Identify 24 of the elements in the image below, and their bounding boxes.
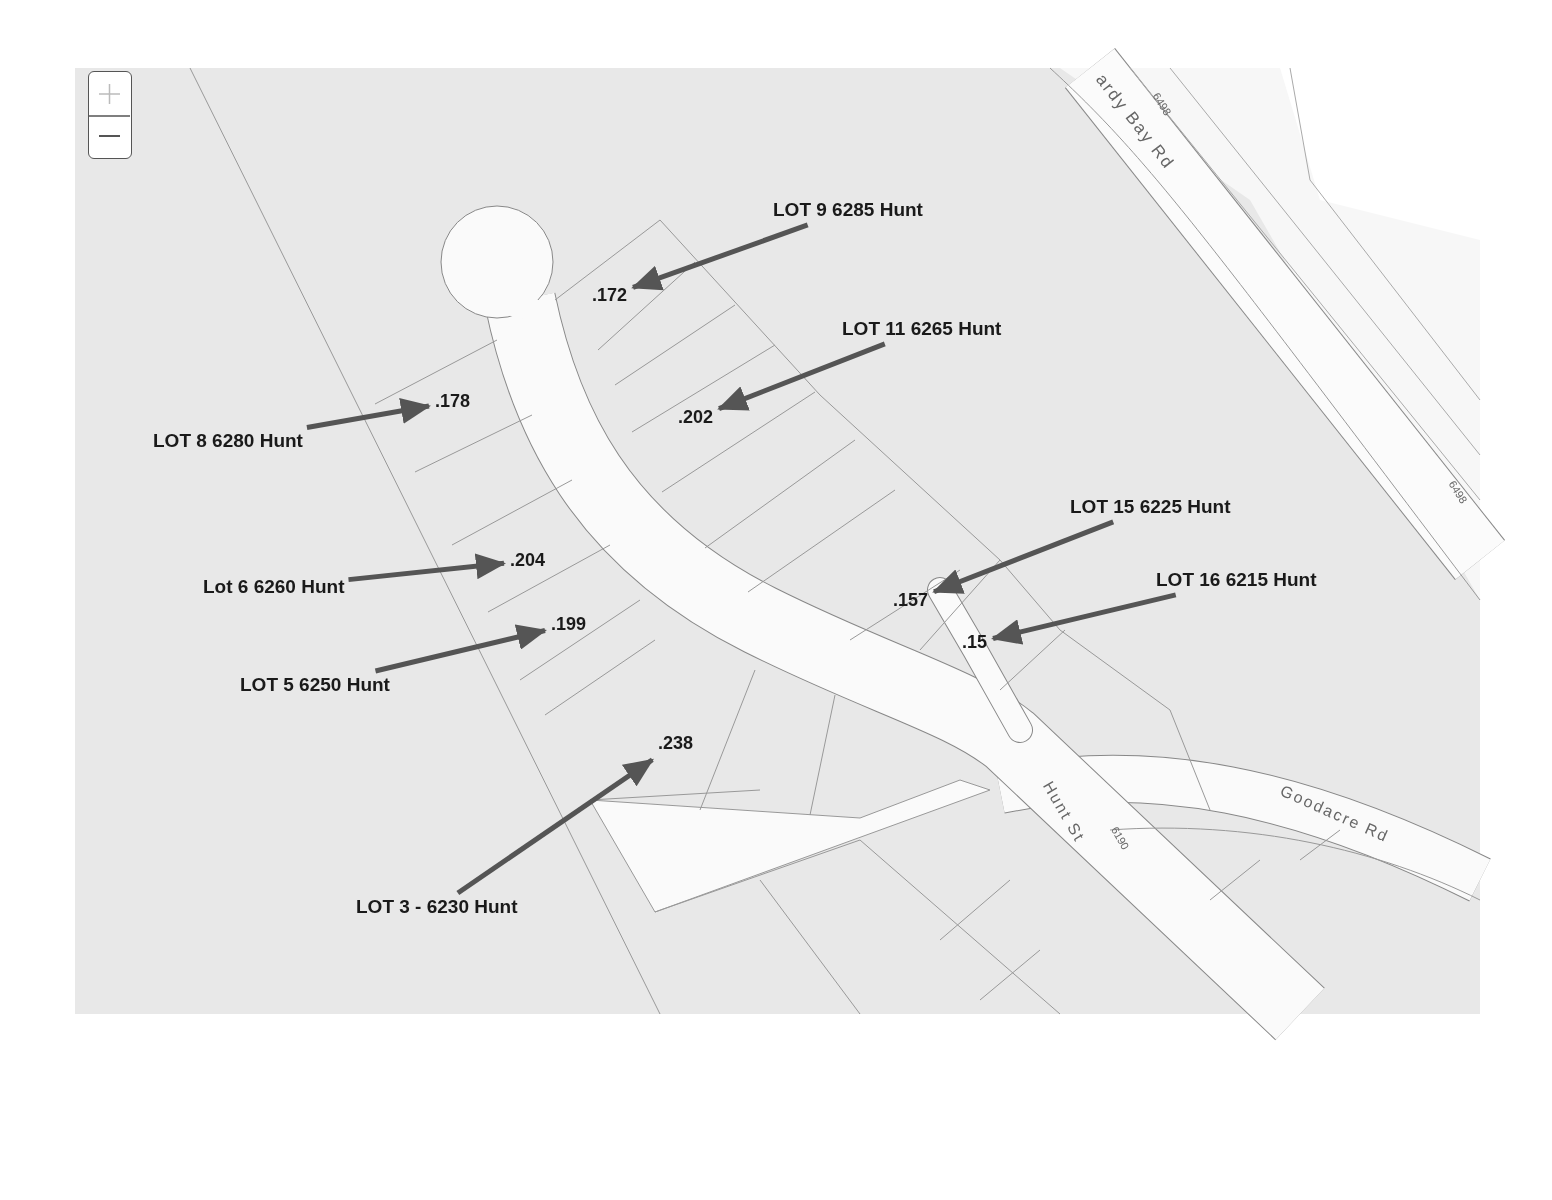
lot-area-value: .202 bbox=[678, 408, 714, 428]
lot-label: LOT 9 6285 Hunt bbox=[773, 200, 923, 221]
lot-area-value: .238 bbox=[658, 734, 694, 754]
arrow bbox=[306, 398, 431, 430]
arrow bbox=[456, 757, 654, 896]
lot-area-value: .178 bbox=[435, 392, 471, 412]
lot-label: LOT 8 6280 Hunt bbox=[153, 431, 303, 452]
lot-area-value: .172 bbox=[592, 286, 628, 306]
arrow bbox=[631, 222, 809, 291]
lot-area-value: .199 bbox=[551, 615, 587, 635]
lot-label: Lot 6 6260 Hunt bbox=[203, 577, 345, 598]
lot-label: LOT 11 6265 Hunt bbox=[842, 319, 1002, 340]
lot-label: LOT 3 - 6230 Hunt bbox=[356, 897, 518, 918]
arrow bbox=[348, 553, 506, 583]
arrow bbox=[717, 341, 886, 412]
arrow bbox=[374, 624, 547, 674]
arrow bbox=[991, 592, 1177, 645]
lot-label: LOT 16 6215 Hunt bbox=[1156, 570, 1317, 591]
lot-area-value: .157 bbox=[893, 591, 929, 611]
lot-area-value: .15 bbox=[962, 633, 988, 653]
lot-label: LOT 5 6250 Hunt bbox=[240, 675, 390, 696]
lot-area-value: .204 bbox=[510, 551, 546, 571]
lot-label: LOT 15 6225 Hunt bbox=[1070, 497, 1231, 518]
arrow bbox=[932, 519, 1115, 595]
